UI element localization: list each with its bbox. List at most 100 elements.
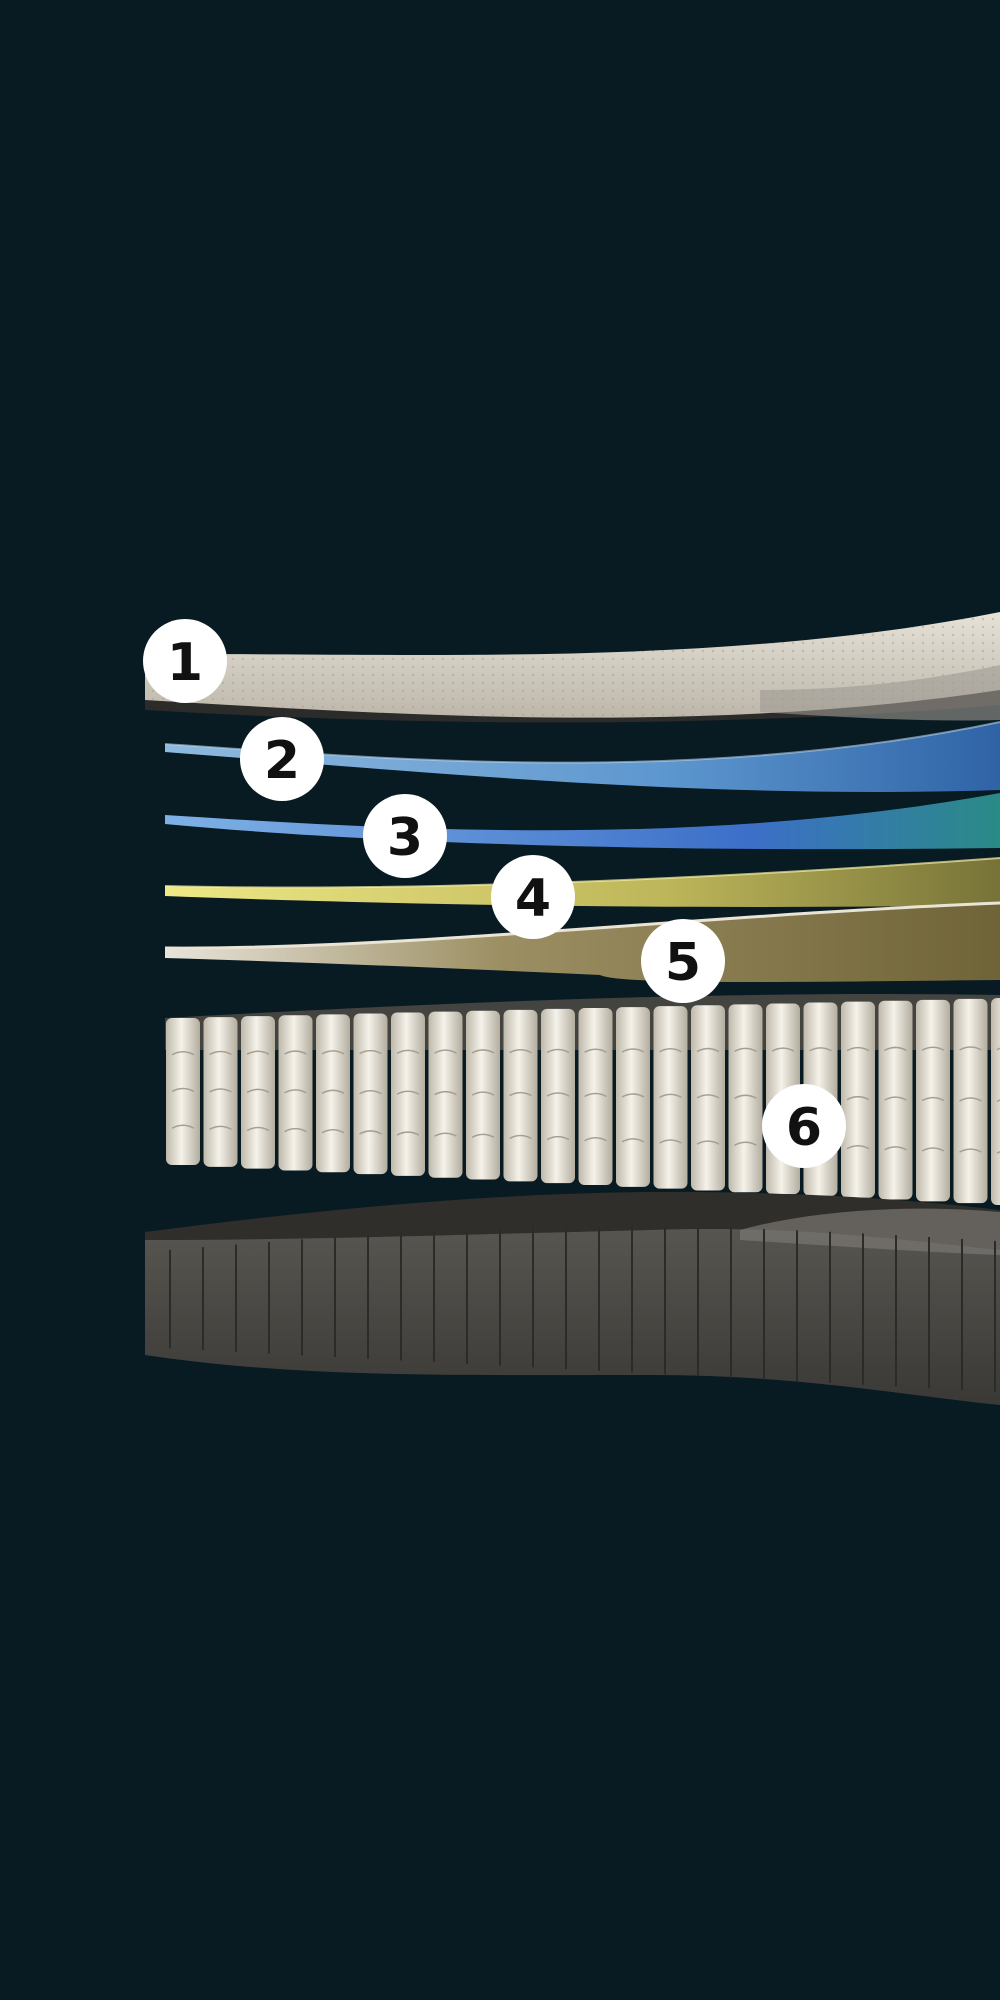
spring-stitch bbox=[696, 1094, 720, 1099]
layer-5-support-foam bbox=[164, 901, 1000, 983]
spring-stitch bbox=[171, 1051, 195, 1056]
spring-stitch bbox=[921, 1147, 945, 1152]
spring-coil bbox=[991, 998, 1000, 1205]
spring-coil bbox=[316, 1014, 350, 1173]
badge-6-label: 6 bbox=[786, 1098, 822, 1158]
spring-stitch bbox=[734, 1094, 757, 1099]
spring-coil bbox=[878, 1000, 913, 1200]
spring-stitch bbox=[959, 1097, 982, 1102]
spring-coil bbox=[503, 1009, 538, 1182]
spring-coil bbox=[953, 998, 988, 1204]
spring-stitch bbox=[584, 1137, 607, 1142]
spring-stitch bbox=[284, 1089, 307, 1094]
spring-stitch bbox=[471, 1049, 495, 1054]
badge-6: 6 bbox=[762, 1084, 846, 1168]
badge-2: 2 bbox=[240, 717, 324, 801]
spring-stitch bbox=[959, 1046, 982, 1051]
spring-stitch bbox=[621, 1138, 645, 1143]
spring-stitch bbox=[434, 1049, 457, 1054]
spring-stitch bbox=[659, 1048, 682, 1053]
spring-coil bbox=[203, 1017, 238, 1167]
spring-stitch bbox=[584, 1048, 607, 1053]
badge-2-label: 2 bbox=[264, 731, 300, 791]
spring-stitch bbox=[884, 1146, 907, 1151]
spring-stitch bbox=[171, 1124, 195, 1129]
spring-stitch bbox=[284, 1050, 307, 1055]
spring-coil bbox=[578, 1008, 613, 1185]
spring-stitch bbox=[996, 1151, 1000, 1154]
spring-stitch bbox=[396, 1049, 420, 1055]
spring-stitch bbox=[696, 1140, 720, 1145]
spring-coils bbox=[166, 998, 1000, 1205]
spring-stitch bbox=[734, 1047, 757, 1053]
badge-5-label: 5 bbox=[665, 933, 701, 993]
spring-stitch bbox=[846, 1046, 870, 1052]
spring-coil bbox=[166, 1018, 200, 1165]
spring-stitch bbox=[246, 1088, 270, 1094]
spring-stitch bbox=[209, 1088, 232, 1093]
spring-stitch bbox=[659, 1093, 682, 1099]
layer-3-foam bbox=[165, 793, 1000, 850]
spring-stitch bbox=[621, 1093, 645, 1098]
spring-coil bbox=[466, 1010, 500, 1180]
layer-1-cover bbox=[145, 612, 1000, 723]
spring-coil bbox=[241, 1016, 275, 1169]
badge-4: 4 bbox=[491, 855, 575, 939]
spring-stitch bbox=[584, 1092, 607, 1098]
badge-1: 1 bbox=[143, 619, 227, 703]
layer-base-cover bbox=[145, 1191, 1000, 1405]
badge-3-label: 3 bbox=[387, 808, 423, 868]
layer-4-foam bbox=[164, 857, 1000, 907]
spring-coil bbox=[653, 1006, 688, 1189]
spring-stitch bbox=[921, 1046, 945, 1051]
spring-stitch bbox=[396, 1090, 420, 1095]
spring-stitch bbox=[996, 1099, 1000, 1103]
spring-stitch bbox=[621, 1048, 645, 1053]
spring-coil bbox=[916, 999, 950, 1202]
spring-stitch bbox=[546, 1092, 570, 1097]
spring-stitch bbox=[246, 1050, 270, 1055]
spring-stitch bbox=[359, 1090, 382, 1095]
spring-stitch bbox=[284, 1127, 307, 1133]
layer-6-pocket-springs bbox=[165, 994, 1000, 1205]
spring-coil bbox=[391, 1012, 425, 1176]
spring-stitch bbox=[396, 1131, 420, 1136]
spring-stitch bbox=[734, 1141, 757, 1146]
spring-stitch bbox=[434, 1132, 457, 1137]
spring-stitch bbox=[434, 1090, 457, 1096]
spring-stitch bbox=[509, 1048, 532, 1054]
spring-stitch bbox=[209, 1050, 232, 1056]
spring-coil bbox=[278, 1015, 313, 1171]
spring-stitch bbox=[921, 1096, 945, 1102]
base-ribs bbox=[169, 1226, 996, 1392]
spring-coil bbox=[428, 1011, 463, 1178]
spring-stitch bbox=[696, 1047, 720, 1053]
spring-stitch bbox=[471, 1091, 495, 1096]
spring-stitch bbox=[321, 1129, 345, 1134]
spring-stitch bbox=[509, 1134, 532, 1140]
spring-stitch bbox=[209, 1125, 232, 1131]
spring-coil bbox=[541, 1008, 575, 1184]
spring-stitch bbox=[171, 1087, 195, 1093]
spring-coil bbox=[353, 1013, 388, 1175]
badge-5: 5 bbox=[641, 919, 725, 1003]
spring-stitch bbox=[509, 1091, 532, 1097]
badge-1-label: 1 bbox=[167, 633, 203, 693]
badge-3: 3 bbox=[363, 794, 447, 878]
spring-stitch bbox=[771, 1047, 795, 1052]
badge-4-label: 4 bbox=[515, 869, 551, 929]
spring-stitch bbox=[809, 1047, 832, 1052]
spring-stitch bbox=[846, 1144, 870, 1150]
spring-stitch bbox=[246, 1126, 270, 1132]
spring-stitch bbox=[959, 1148, 982, 1153]
spring-coil bbox=[841, 1001, 875, 1198]
spring-stitch bbox=[471, 1133, 495, 1139]
spring-stitch bbox=[996, 1047, 1000, 1051]
spring-stitch bbox=[359, 1130, 382, 1135]
spring-stitch bbox=[659, 1139, 682, 1144]
spring-coil bbox=[728, 1004, 763, 1193]
spring-stitch bbox=[359, 1049, 382, 1055]
spring-stitch bbox=[884, 1046, 907, 1052]
spring-coil bbox=[616, 1007, 650, 1187]
